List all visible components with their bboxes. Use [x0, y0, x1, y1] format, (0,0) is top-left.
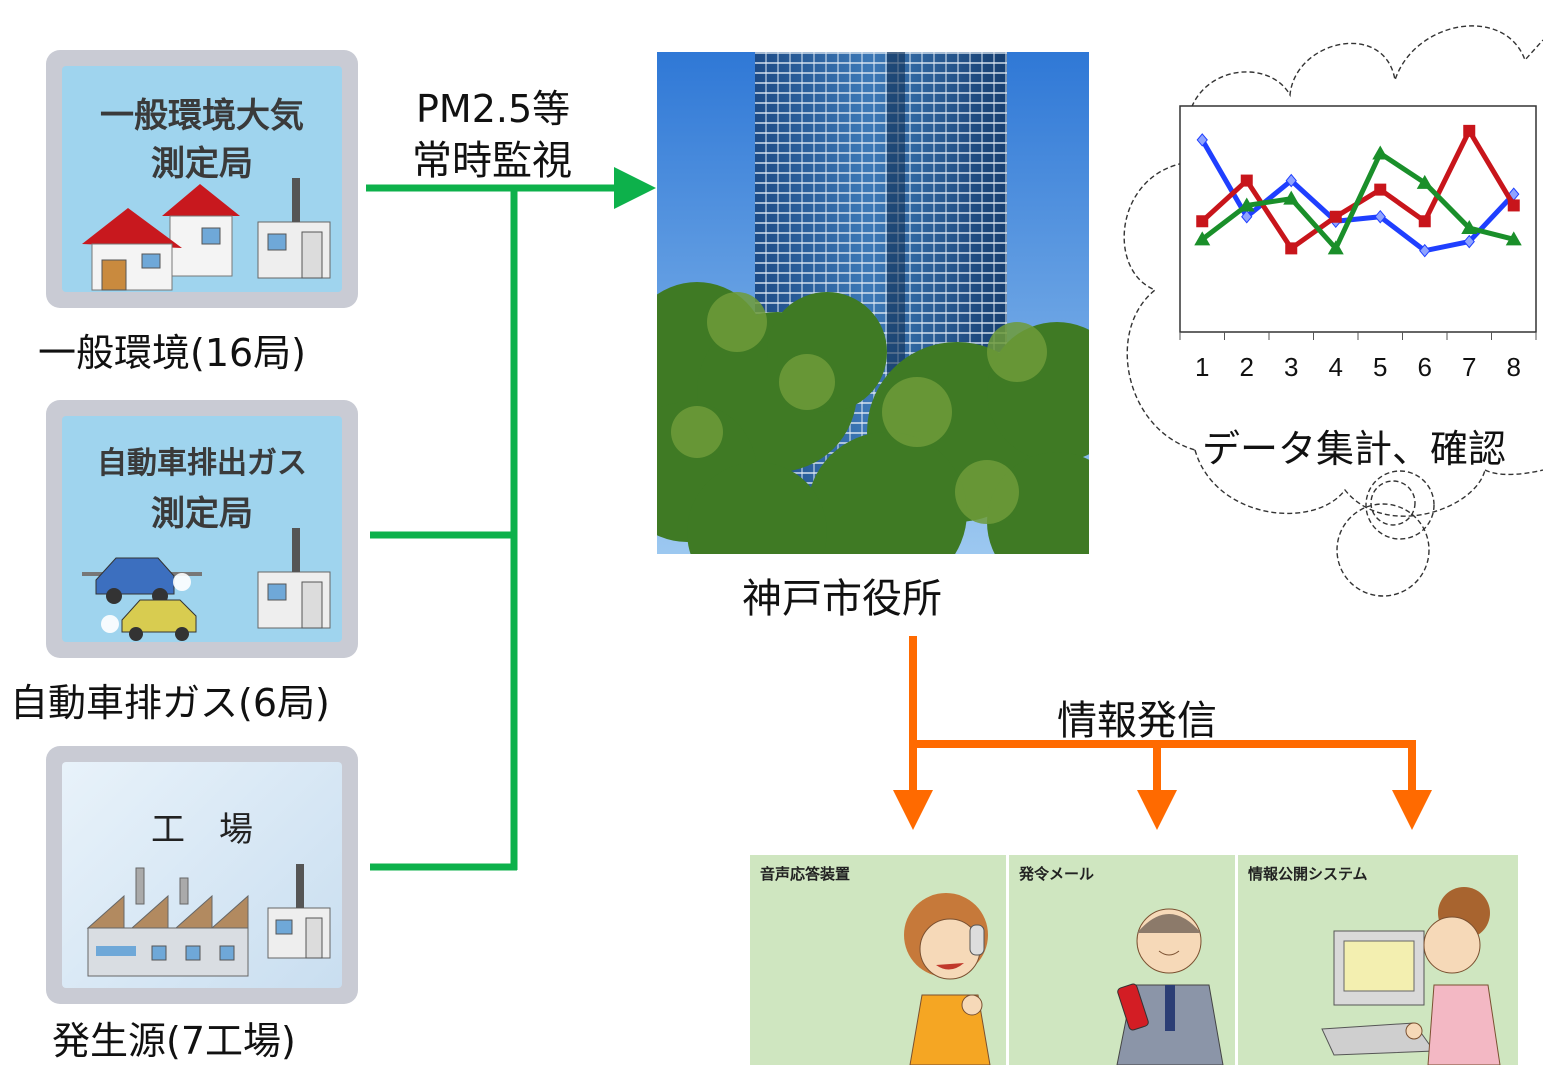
factory-illustration [86, 864, 331, 977]
station-panel-title: 一般環境大気 [100, 96, 304, 136]
x-tick-label: 1 [1195, 352, 1209, 382]
data-point-red [1240, 174, 1253, 187]
city-hall-building-illustration [657, 52, 1089, 554]
data-point-green [1283, 190, 1300, 205]
broadcast-orange-lines [893, 636, 1432, 830]
chart-series-group [1194, 124, 1522, 258]
data-point-red [1418, 215, 1431, 228]
service-label: 発令メール [1019, 865, 1095, 883]
man-mobile-icon [1116, 908, 1224, 1065]
data-point-green [1461, 220, 1478, 235]
station-panel-general: 一般環境大気 測定局 [46, 50, 358, 308]
service-alert-mail: 発令メール [1009, 855, 1235, 1065]
station-panel-roadside: 自動車排出ガス 測定局 [46, 400, 358, 658]
station-panel-subtitle: 測定局 [151, 494, 253, 534]
data-point-green [1416, 174, 1433, 189]
station-caption-factory: 発生源(7工場) [52, 1019, 296, 1063]
data-point-green [1372, 145, 1389, 160]
series-line-green [1200, 150, 1515, 251]
data-point-blue [1285, 173, 1297, 188]
x-tick-label: 7 [1462, 352, 1476, 382]
data-point-blue [1463, 234, 1475, 249]
city-hall-caption: 神戸市役所 [742, 576, 942, 622]
x-tick-label: 8 [1507, 352, 1521, 382]
station-panel-factory-inner: 工 場 [62, 762, 342, 988]
data-point-red [1329, 210, 1342, 223]
city-hall-photo [657, 52, 1089, 554]
data-point-blue [1196, 133, 1208, 147]
service-label: 情報公開システム [1248, 865, 1368, 883]
data-point-red [1507, 199, 1520, 212]
data-point-blue [1374, 209, 1386, 224]
broadcast-label: 情報発信 [1057, 698, 1217, 744]
data-point-blue [1241, 209, 1253, 224]
x-tick-label: 4 [1329, 352, 1343, 382]
data-point-green [1327, 240, 1344, 255]
station-panel-title: 工 場 [151, 810, 253, 850]
x-tick-label: 5 [1373, 352, 1387, 382]
station-panel-roadside-inner: 自動車排出ガス 測定局 [62, 416, 342, 642]
chart-tick-group [1179, 332, 1537, 340]
data-point-blue [1419, 243, 1431, 258]
station-panel-subtitle: 測定局 [151, 144, 253, 184]
station-caption-roadside: 自動車排ガス(6局) [10, 681, 330, 725]
data-point-red [1196, 215, 1209, 228]
monitor-label-line2: 常時監視 [412, 138, 572, 184]
service-info-disclosure: 情報公開システム [1238, 855, 1518, 1065]
data-point-red [1374, 183, 1387, 196]
station-panel-general-inner: 一般環境大気 測定局 [62, 66, 342, 292]
service-voice-response: 音声応答装置 [750, 855, 1006, 1065]
data-flow-green-lines [366, 167, 656, 871]
data-point-green [1238, 197, 1255, 212]
thought-cloud [1123, 25, 1543, 597]
monitor-label-line1: PM2.5等 [416, 87, 571, 131]
data-point-red [1285, 242, 1298, 255]
x-tick-label: 3 [1284, 352, 1298, 382]
data-point-green [1194, 231, 1211, 246]
data-point-red [1463, 124, 1476, 137]
station-panel-title: 自動車排出ガス [97, 446, 307, 481]
woman-phone-icon [904, 893, 991, 1065]
x-tick-label: 2 [1240, 352, 1254, 382]
station-panel-factory: 工 場 [46, 746, 358, 1004]
woman-computer-icon [1321, 887, 1501, 1065]
service-label: 音声応答装置 [760, 865, 851, 883]
x-tick-label: 6 [1418, 352, 1432, 382]
data-point-green [1505, 231, 1522, 246]
thought-caption: データ集計、確認 [1202, 427, 1507, 471]
cars-illustration [82, 528, 331, 641]
station-caption-general: 一般環境(16局) [38, 331, 307, 375]
houses-illustration [82, 178, 331, 291]
